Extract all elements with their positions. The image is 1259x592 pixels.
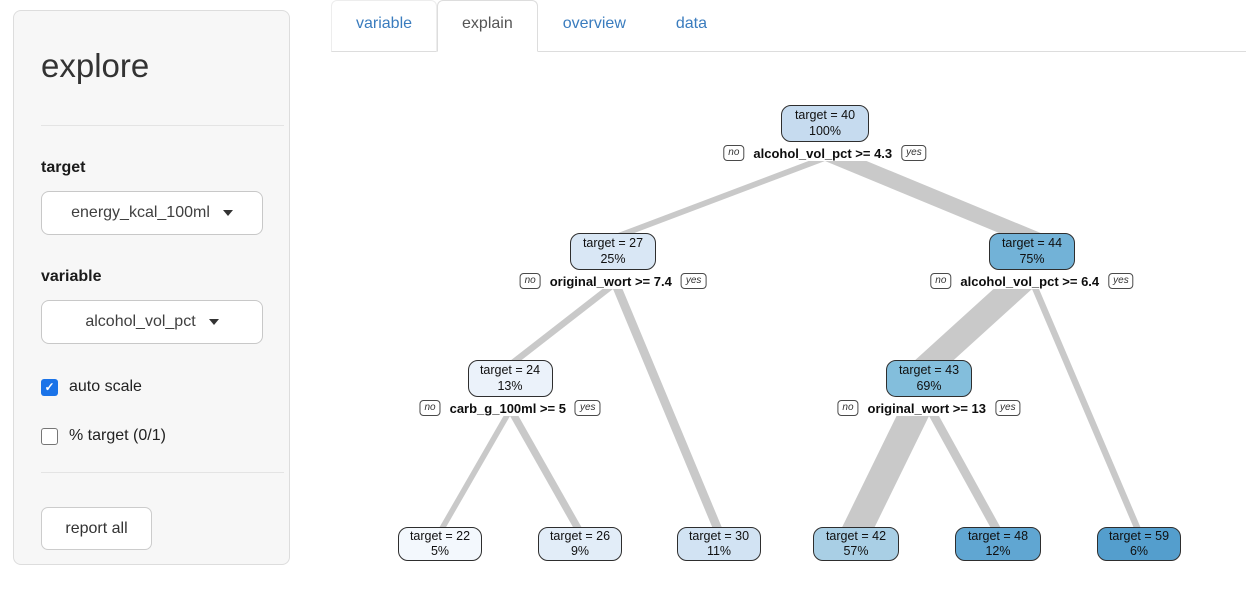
split-condition: carb_g_100ml >= 5: [449, 400, 566, 416]
report-all-button[interactable]: report all: [41, 507, 152, 550]
split-condition: original_wort >= 13: [867, 400, 987, 416]
split-row-n40: no alcohol_vol_pct >= 4.3 yes: [723, 145, 927, 161]
node-coverage-pct: 9%: [570, 544, 590, 558]
tree-edge-n27-n30: [613, 289, 724, 532]
node-target-value: target = 42: [825, 528, 887, 543]
split-condition: alcohol_vol_pct >= 4.3: [753, 145, 893, 161]
node-coverage-pct: 69%: [916, 378, 942, 393]
tree-edge-n24-n26: [510, 416, 585, 532]
auto-scale-checkbox-row[interactable]: ✓ auto scale: [41, 378, 142, 396]
explore-sidebar: explore target energy_kcal_100ml variabl…: [13, 10, 290, 565]
checkbox-checked-icon[interactable]: ✓: [41, 378, 58, 396]
no-chip: no: [837, 400, 859, 416]
no-chip: no: [723, 145, 745, 161]
yes-chip: yes: [574, 400, 601, 416]
no-chip: no: [519, 273, 541, 289]
tree-edge-n43-n48: [929, 416, 1003, 532]
pct-target-checkbox-row[interactable]: % target (0/1): [41, 427, 166, 445]
node-target-value: target = 22: [409, 528, 471, 543]
split-row-n44: no alcohol_vol_pct >= 6.4 yes: [930, 273, 1134, 289]
tab-explain[interactable]: explain: [437, 0, 538, 52]
split-row-n43: no original_wort >= 13 yes: [837, 400, 1021, 416]
node-target-value: target = 30: [688, 528, 750, 543]
checkbox-unchecked-icon[interactable]: [41, 427, 58, 445]
tabbar-underline: [331, 51, 1246, 52]
tab-data[interactable]: data: [675, 15, 708, 32]
tree-edge-n24-n22: [436, 416, 510, 532]
target-select[interactable]: energy_kcal_100ml: [41, 191, 263, 235]
chevron-down-icon: [208, 319, 219, 325]
split-condition: alcohol_vol_pct >= 6.4: [960, 273, 1100, 289]
node-coverage-pct: 5%: [430, 544, 450, 558]
divider: [41, 472, 284, 473]
no-chip: no: [930, 273, 952, 289]
node-coverage-pct: 25%: [600, 251, 626, 266]
divider: [41, 125, 284, 126]
variable-select-value: alcohol_vol_pct: [85, 313, 196, 330]
node-target-value: target = 44: [1001, 236, 1063, 251]
variable-label: variable: [41, 268, 102, 285]
tree-edge-n44-n59: [1032, 289, 1143, 532]
node-coverage-pct: 13%: [497, 378, 523, 393]
target-label: target: [41, 159, 86, 176]
auto-scale-label: auto scale: [69, 378, 142, 395]
node-target-value: target = 24: [479, 363, 541, 378]
node-coverage-pct: 6%: [1129, 544, 1149, 558]
node-target-value: target = 40: [794, 108, 856, 123]
tree-edge-n40-n44: [825, 161, 1053, 238]
node-coverage-pct: 100%: [809, 123, 841, 138]
tab-overview[interactable]: overview: [562, 15, 626, 32]
node-coverage-pct: 12%: [985, 544, 1011, 558]
node-target-value: target = 27: [582, 236, 644, 251]
variable-select[interactable]: alcohol_vol_pct: [41, 300, 263, 344]
yes-chip: yes: [680, 273, 707, 289]
target-select-value: energy_kcal_100ml: [71, 204, 210, 221]
node-target-value: target = 48: [967, 528, 1029, 543]
node-coverage-pct: 11%: [706, 544, 732, 558]
no-chip: no: [419, 400, 441, 416]
yes-chip: yes: [901, 145, 927, 161]
yes-chip: yes: [1108, 273, 1134, 289]
node-target-value: target = 43: [898, 363, 960, 378]
split-condition: original_wort >= 7.4: [549, 273, 672, 289]
yes-chip: yes: [995, 400, 1021, 416]
tree-edge-n27-n24: [504, 289, 613, 365]
split-row-n27: no original_wort >= 7.4 yes: [519, 273, 707, 289]
pct-target-label: % target (0/1): [69, 427, 166, 444]
tree-edge-n44-n43: [909, 289, 1032, 365]
chevron-down-icon: [222, 210, 233, 216]
tab-variable[interactable]: variable: [331, 0, 438, 52]
node-coverage-pct: 57%: [843, 544, 869, 558]
node-target-value: target = 26: [549, 528, 611, 543]
split-row-n24: no carb_g_100ml >= 5 yes: [419, 400, 601, 416]
sidebar-title: explore: [41, 47, 150, 84]
node-coverage-pct: 75%: [1019, 251, 1045, 266]
tree-edge-n40-n27: [604, 161, 825, 238]
tree-edge-n43-n42: [839, 416, 929, 532]
node-target-value: target = 59: [1108, 528, 1170, 543]
